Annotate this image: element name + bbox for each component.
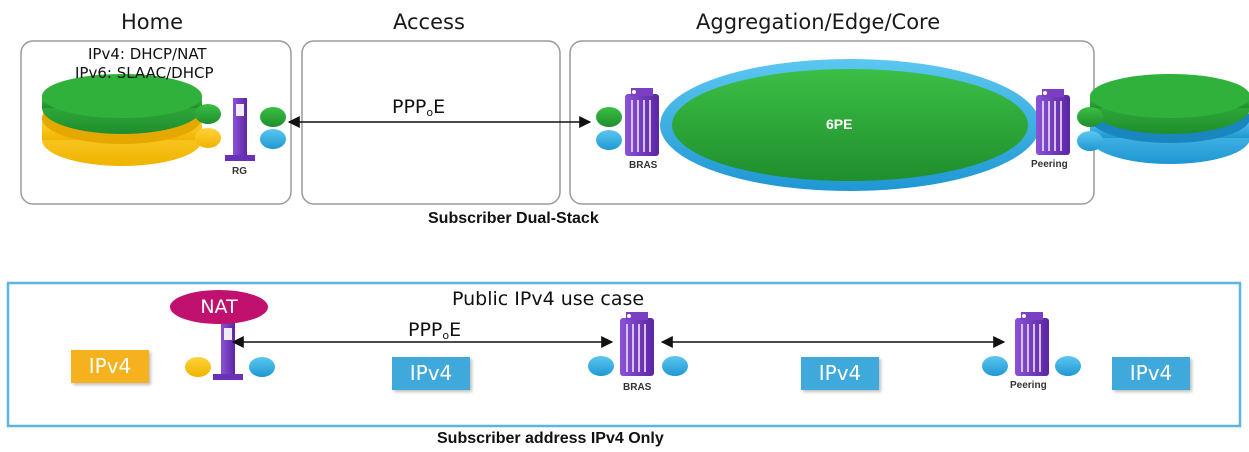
section-title-home: Home <box>121 10 184 34</box>
peering-label: Peering <box>1031 159 1068 170</box>
bottom-peering-router <box>1015 312 1049 376</box>
peering-ipv6-port <box>1077 131 1103 151</box>
ipv4-badge-internet: IPv4 <box>1112 357 1190 390</box>
dual-stack-caption: Subscriber Dual-Stack <box>428 210 599 227</box>
rg-label: RG <box>232 166 247 177</box>
nat-badge: NAT <box>170 290 268 324</box>
ipv4-badge-access: IPv4 <box>392 357 470 390</box>
bottom-bras-router <box>620 312 654 376</box>
home-ipv6-port <box>195 128 221 148</box>
bottom-rg-device <box>213 322 243 380</box>
home-ipv6-config: IPv6: SLAAC/DHCP <box>75 64 214 82</box>
top-pppoe-label: PPPoE <box>392 96 446 119</box>
ipv4-only-caption: Subscriber address IPv4 Only <box>437 430 664 447</box>
home-ipv4-port <box>195 104 221 124</box>
bottom-bras-right-port <box>662 356 688 376</box>
internet-network-stack <box>1090 74 1249 164</box>
bottom-bras-label: BRAS <box>623 382 652 393</box>
section-title-aggregation: Aggregation/Edge/Core <box>696 10 941 34</box>
bras-ipv6-port <box>596 130 622 150</box>
bottom-peering-left-port <box>982 356 1008 376</box>
bottom-rg-yellow-port <box>185 357 211 377</box>
public-ipv4-title: Public IPv4 use case <box>452 288 645 310</box>
bras-router <box>625 88 659 156</box>
bras-ipv4-port <box>596 107 622 127</box>
home-network-stack <box>42 74 202 166</box>
6pe-label: 6PE <box>826 116 853 132</box>
peering-ipv4-port <box>1077 107 1103 127</box>
section-title-access: Access <box>393 10 465 34</box>
bottom-rg-blue-port <box>249 357 275 377</box>
6pe-cloud <box>660 59 1040 191</box>
bottom-bras-left-port <box>588 356 614 376</box>
rg-ipv4-port <box>260 107 286 127</box>
rg-device <box>225 98 255 161</box>
bottom-pppoe-label: PPPoE <box>408 319 462 342</box>
home-ipv4-config: IPv4: DHCP/NAT <box>88 45 207 63</box>
peering-router <box>1036 89 1070 155</box>
bottom-peering-right-port <box>1055 356 1081 376</box>
ipv4-badge-home: IPv4 <box>71 350 149 383</box>
bottom-peering-label: Peering <box>1010 380 1047 391</box>
bras-label: BRAS <box>629 160 658 171</box>
rg-ipv6-port <box>260 129 286 149</box>
ipv4-badge-core: IPv4 <box>801 357 879 390</box>
